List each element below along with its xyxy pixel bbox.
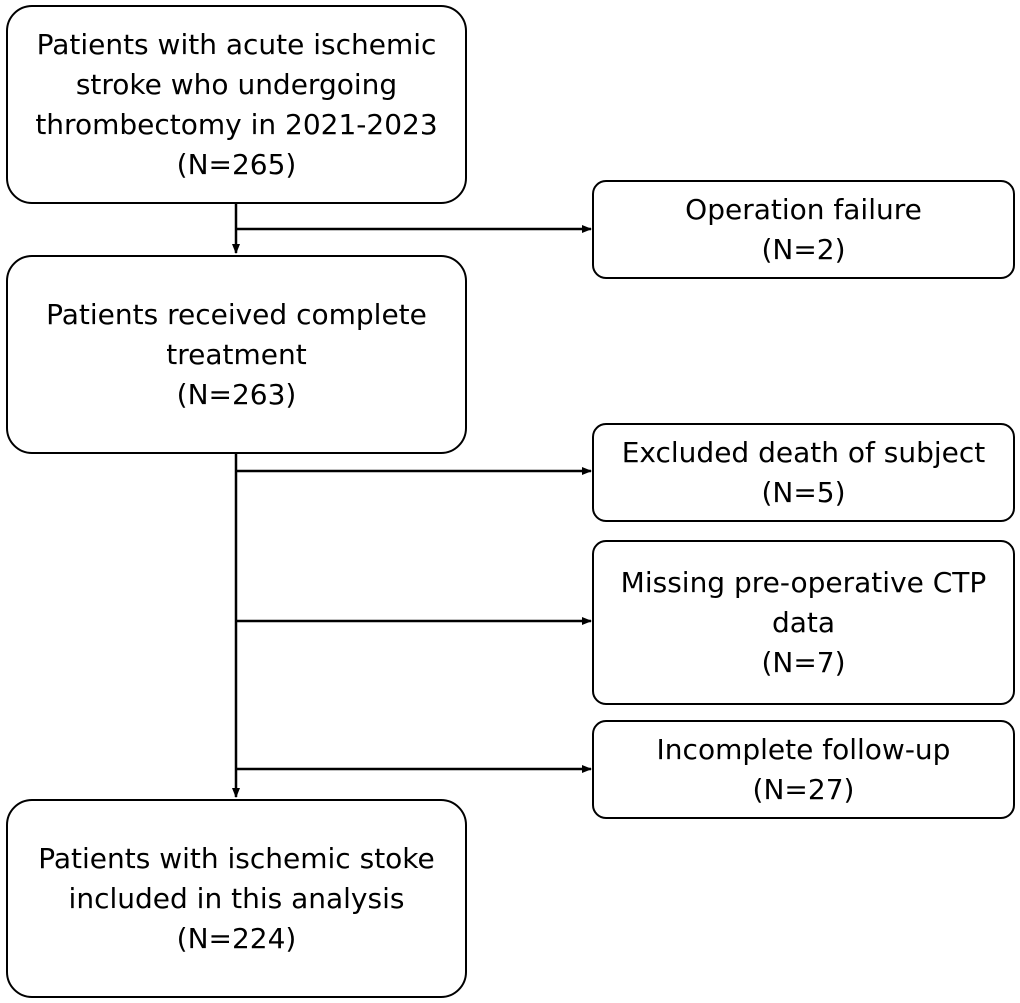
operation-failure-count: (N=2) <box>761 232 846 266</box>
incomplete-followup-label: Incomplete follow-up <box>656 732 951 766</box>
missing-ctp-line-2: data <box>771 605 836 639</box>
enrolled-line-2: stroke who undergoing <box>75 67 398 101</box>
included-line-2: included in this analysis <box>68 881 405 915</box>
included-patients-box: Patients with ischemic stoke included in… <box>6 799 467 998</box>
incomplete-followup-count: (N=27) <box>752 772 855 806</box>
operation-failure-box: Operation failure (N=2) <box>592 180 1015 279</box>
enrolled-patients-box: Patients with acute ischemic stroke who … <box>6 5 467 204</box>
missing-ctp-box: Missing pre-operative CTP data (N=7) <box>592 540 1015 705</box>
enrolled-count: (N=265) <box>176 147 297 181</box>
operation-failure-label: Operation failure <box>685 192 922 226</box>
complete-treatment-line-2: treatment <box>166 337 307 371</box>
excluded-death-count: (N=5) <box>761 475 846 509</box>
missing-ctp-line-1: Missing pre-operative CTP <box>620 565 987 599</box>
included-count: (N=224) <box>176 921 297 955</box>
complete-treatment-line-1: Patients received complete <box>46 297 427 331</box>
missing-ctp-count: (N=7) <box>761 645 846 679</box>
included-line-1: Patients with ischemic stoke <box>38 841 435 875</box>
enrolled-line-3: thrombectomy in 2021-2023 <box>35 107 438 141</box>
incomplete-followup-box: Incomplete follow-up (N=27) <box>592 720 1015 819</box>
excluded-death-box: Excluded death of subject (N=5) <box>592 423 1015 522</box>
excluded-death-label: Excluded death of subject <box>621 435 986 469</box>
complete-treatment-box: Patients received complete treatment (N=… <box>6 255 467 454</box>
enrolled-line-1: Patients with acute ischemic <box>36 27 437 61</box>
complete-treatment-count: (N=263) <box>176 377 297 411</box>
